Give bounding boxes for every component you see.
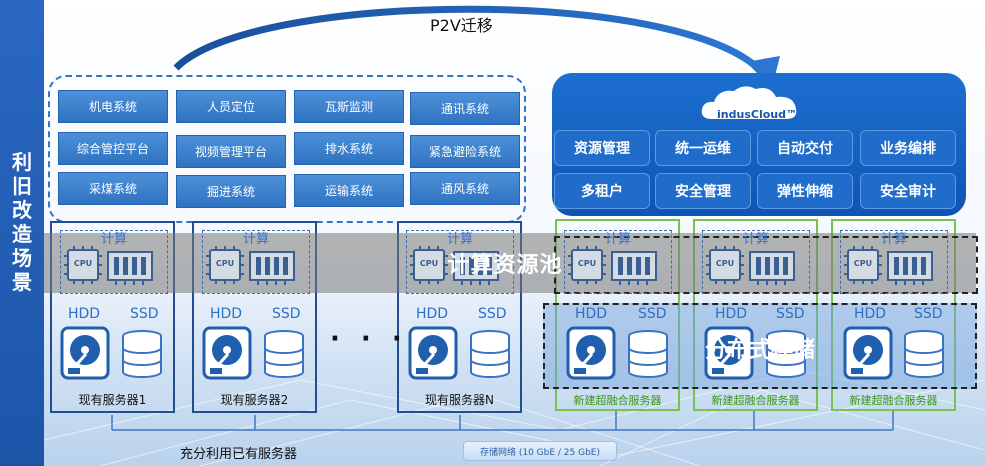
legacy-system: 排水系统 (294, 132, 404, 165)
cpu-label: CPU (73, 259, 93, 268)
cloud-icon (701, 86, 797, 119)
cpu-label: CPU (419, 259, 439, 268)
cloud-service: 业务编排 (860, 130, 956, 166)
hdd-label: HDD (68, 306, 101, 322)
compute-pool-band (44, 233, 976, 293)
compute-box (60, 230, 168, 294)
existing-server-name: 现有服务器2 (220, 393, 289, 407)
cpu-label: CPU (215, 259, 235, 268)
hdd-label: HDD (210, 306, 243, 322)
compute-label: 计算 (100, 232, 127, 247)
scenario-title: 利旧改造场景 (12, 150, 32, 294)
new-server-name: 新建超融合服务器 (711, 394, 800, 407)
new-hci-server-2 (693, 219, 818, 411)
legacy-system: 运输系统 (294, 174, 404, 207)
cloud-service: 资源管理 (554, 130, 650, 166)
legacy-system: 视频管理平台 (176, 135, 286, 168)
ssd-label: SSD (776, 306, 805, 322)
cloud-service: 弹性伸缩 (757, 173, 853, 209)
existing-server-n (397, 221, 522, 413)
cloud-logo-text: indusCloud™ (717, 108, 797, 121)
new-server-name: 新建超融合服务器 (849, 394, 938, 407)
compute-box (564, 230, 672, 294)
legacy-system: 通讯系统 (410, 92, 520, 125)
ssd-label: SSD (130, 306, 159, 322)
compute-pool-label: 计算资源池 (447, 253, 563, 278)
existing-server-name: 现有服务器1 (78, 393, 147, 407)
cloud-service: 多租户 (554, 173, 650, 209)
ssd-label: SSD (914, 306, 943, 322)
legacy-system: 掘进系统 (176, 175, 286, 208)
compute-box (702, 230, 810, 294)
compute-box (406, 230, 514, 294)
legacy-system: 综合管控平台 (58, 132, 168, 165)
hdd-label: HDD (715, 306, 748, 322)
ssd-label: SSD (478, 306, 507, 322)
new-hci-server-3 (831, 219, 956, 411)
hdd-label: HDD (416, 306, 449, 322)
hdd-label: HDD (575, 306, 608, 322)
ellipsis: · · · (330, 324, 408, 354)
legacy-system: 采煤系统 (58, 172, 168, 205)
storage-network-badge: 存储网络 (10 GbE / 25 GbE) (463, 441, 617, 461)
existing-server-2 (192, 221, 317, 413)
compute-label: 计算 (742, 232, 769, 247)
migration-label: P2V迁移 (430, 16, 493, 35)
ssd-label: SSD (638, 306, 667, 322)
new-server-name: 新建超融合服务器 (573, 394, 662, 407)
compute-label: 计算 (446, 232, 473, 247)
new-hci-server-1 (555, 219, 680, 411)
cpu-label: CPU (853, 259, 873, 268)
legacy-system: 机电系统 (58, 90, 168, 123)
cpu-label: CPU (577, 259, 597, 268)
cloud-service: 安全审计 (860, 173, 956, 209)
legacy-system: 人员定位 (176, 90, 286, 123)
legacy-system: 紧急避险系统 (410, 135, 520, 168)
cloud-service: 自动交付 (757, 130, 853, 166)
side-bar (0, 0, 44, 466)
hdd-label: HDD (854, 306, 887, 322)
compute-label: 计算 (242, 232, 269, 247)
ssd-label: SSD (272, 306, 301, 322)
compute-box (202, 230, 310, 294)
reuse-label: 充分利用已有服务器 (180, 447, 298, 462)
compute-box (840, 230, 948, 294)
existing-server-name: 现有服务器N (425, 393, 494, 407)
compute-label: 计算 (604, 232, 631, 247)
cloud-service: 安全管理 (655, 173, 751, 209)
distributed-storage-label: 分布式存储 (704, 338, 815, 363)
legacy-system: 瓦斯监测 (294, 90, 404, 123)
legacy-system: 通风系统 (410, 172, 520, 205)
compute-label: 计算 (880, 232, 907, 247)
cpu-label: CPU (715, 259, 735, 268)
cloud-service: 统一运维 (655, 130, 751, 166)
existing-server-1 (50, 221, 175, 413)
